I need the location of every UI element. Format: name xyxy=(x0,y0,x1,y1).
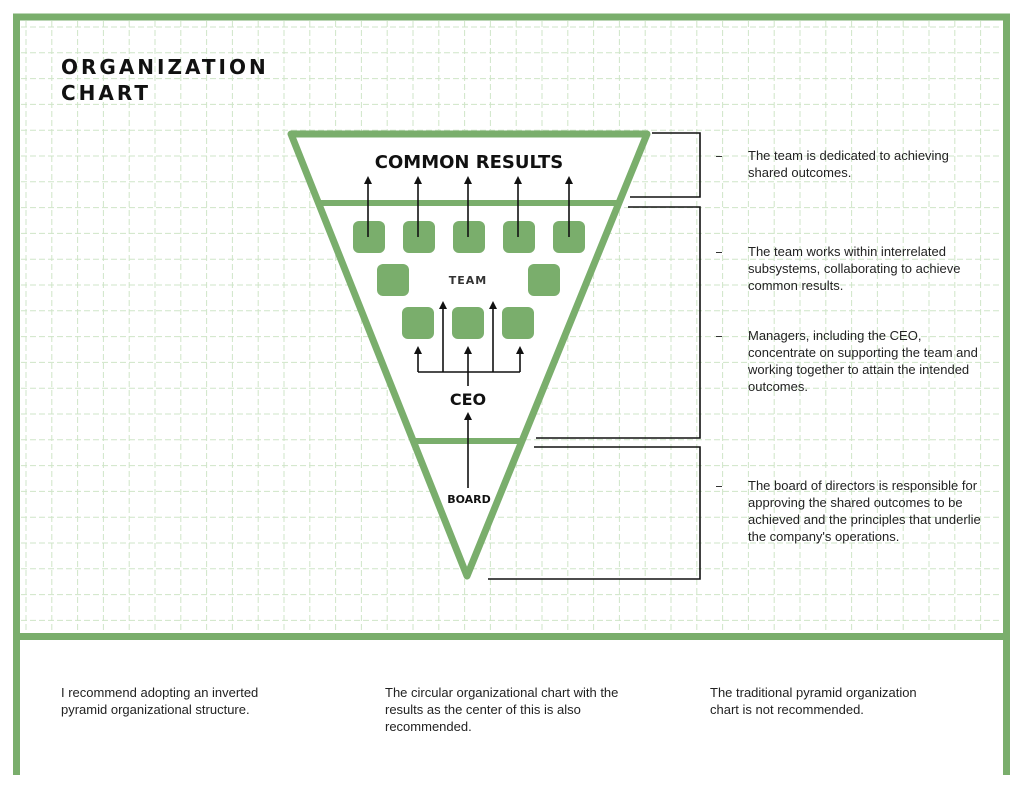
manager-box xyxy=(402,307,434,339)
bracket-board xyxy=(488,446,701,580)
footer-recommendation-inverted: I recommend adopting an inverted pyramid… xyxy=(61,685,259,717)
bracket-results xyxy=(630,132,701,198)
inverted-pyramid: COMMON RESULTS TEAM CEO BOARD xyxy=(287,130,651,580)
team-member-box xyxy=(503,221,535,253)
team-label: TEAM xyxy=(449,274,487,287)
common-results-label: COMMON RESULTS xyxy=(375,152,563,173)
footer-recommendation-traditional: The traditional pyramid organization cha… xyxy=(710,685,917,717)
page-title-line1: ORGANIZATION xyxy=(61,55,269,79)
page-title: ORGANIZATION CHART xyxy=(61,54,269,106)
team-member-box xyxy=(528,264,560,296)
note-managers: Managers, including the CEO, concentrate… xyxy=(748,328,978,394)
note-bullet xyxy=(716,336,722,337)
team-member-box xyxy=(353,221,385,253)
manager-box xyxy=(452,307,484,339)
note-bullet xyxy=(716,486,722,487)
page-border xyxy=(13,13,1010,775)
team-member-box xyxy=(377,264,409,296)
bracket-team-ceo xyxy=(536,206,701,439)
note-board: The board of directors is responsible fo… xyxy=(748,478,981,544)
note-bullet xyxy=(716,156,722,157)
team-member-box xyxy=(453,221,485,253)
page-title-line2: CHART xyxy=(61,81,152,105)
board-label: BOARD xyxy=(447,493,491,506)
note-common-results: The team is dedicated to achieving share… xyxy=(748,148,949,180)
footer-recommendation-circular: The circular organizational chart with t… xyxy=(385,685,619,734)
note-team: The team works within interrelated subsy… xyxy=(748,244,961,293)
team-member-box xyxy=(403,221,435,253)
manager-box xyxy=(502,307,534,339)
background-grid xyxy=(21,21,1002,632)
note-bullet xyxy=(716,252,722,253)
ceo-label: CEO xyxy=(450,390,486,409)
